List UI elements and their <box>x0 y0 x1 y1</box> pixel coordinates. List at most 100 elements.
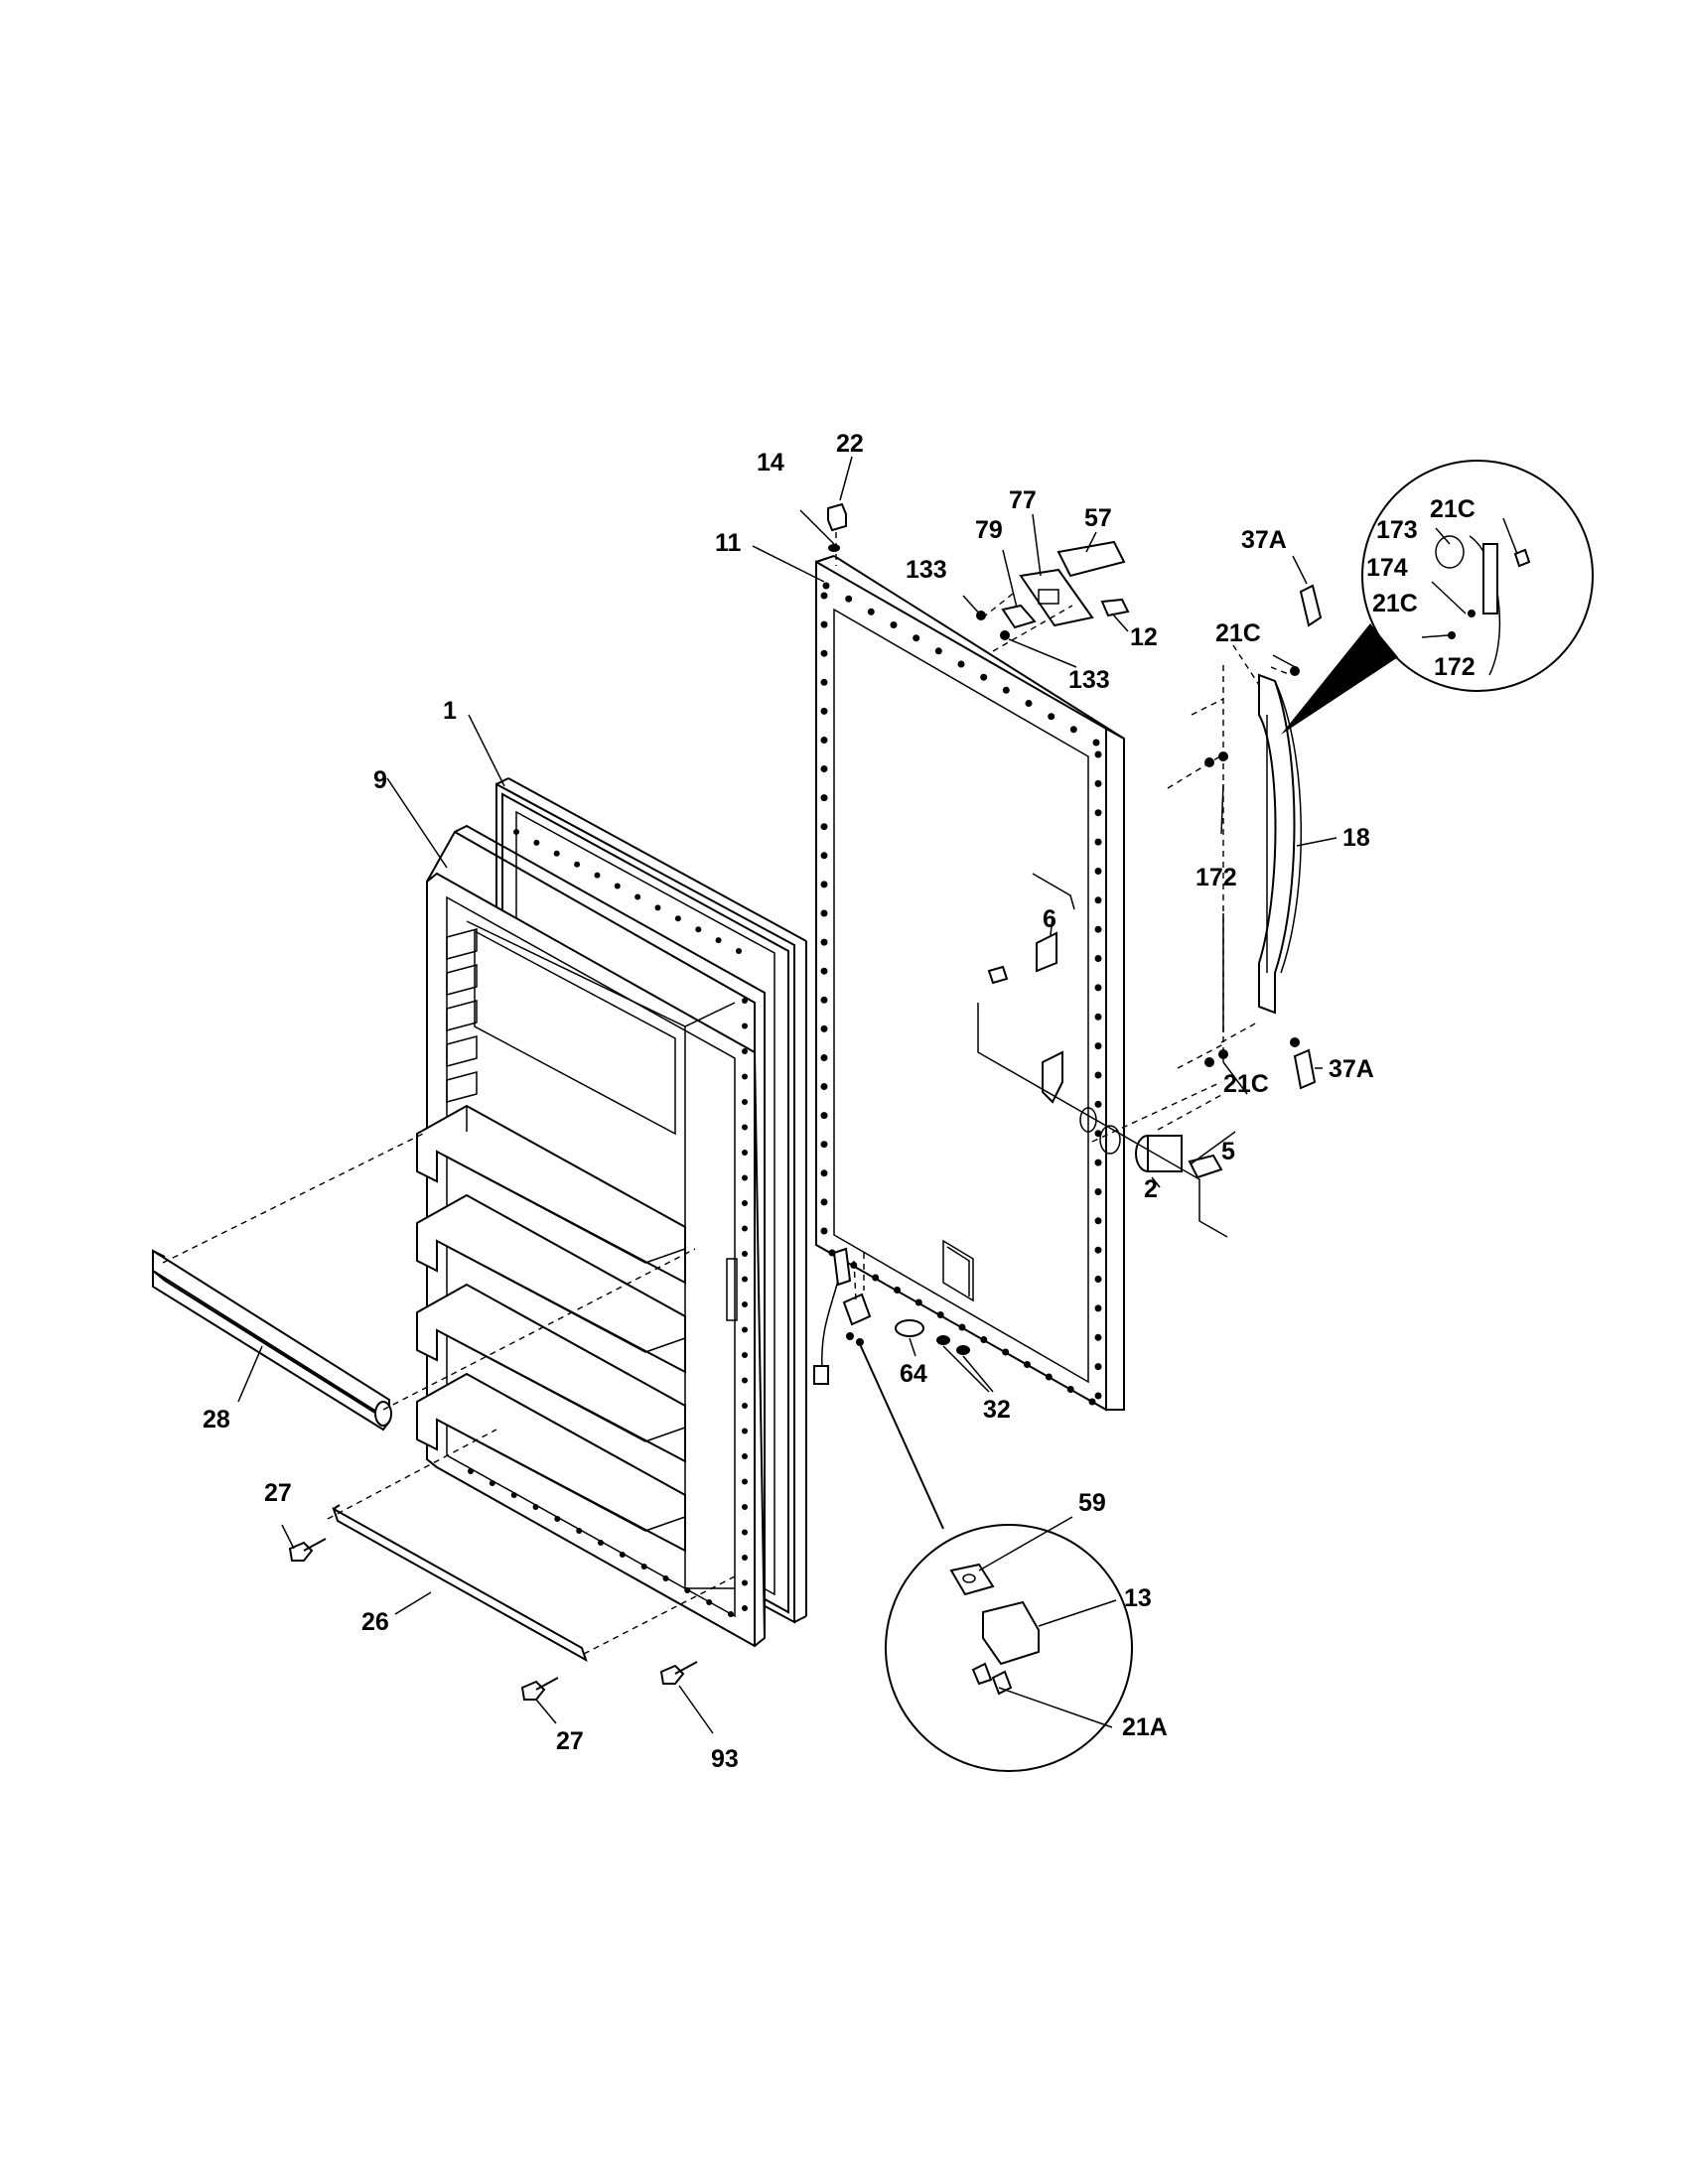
callout-21C-detail-top: 21C <box>1430 495 1476 523</box>
mounting-hole <box>820 1024 828 1032</box>
callout-22: 22 <box>836 430 864 458</box>
mounting-hole <box>820 1227 828 1235</box>
mounting-hole <box>845 595 853 603</box>
mounting-hole <box>1094 896 1102 904</box>
mounting-hole <box>1094 868 1102 875</box>
callout-26: 26 <box>361 1608 389 1636</box>
mounting-hole <box>820 996 828 1004</box>
mounting-hole <box>742 1099 748 1105</box>
mounting-hole <box>654 904 661 911</box>
callout-59: 59 <box>1078 1489 1106 1517</box>
mounting-hole <box>742 1428 748 1434</box>
mounting-hole <box>554 1516 561 1522</box>
callout-37A-top: 37A <box>1241 526 1287 554</box>
mounting-hole <box>1088 1398 1096 1406</box>
mounting-hole <box>1002 1348 1010 1356</box>
callout-leaders <box>237 456 1518 1734</box>
callout-11: 11 <box>715 529 742 557</box>
callout-93: 93 <box>711 1745 739 1773</box>
callout-79: 79 <box>975 516 1003 544</box>
mounting-hole <box>715 937 722 944</box>
mounting-hole <box>742 1048 748 1054</box>
mounting-hole <box>574 861 581 868</box>
mounting-hole <box>820 1054 828 1061</box>
callout-57: 57 <box>1084 504 1112 532</box>
callout-133-top: 133 <box>906 556 947 584</box>
mounting-hole <box>936 1311 944 1318</box>
mounting-hole <box>742 1150 748 1156</box>
mounting-hole <box>1094 925 1102 933</box>
mounting-hole <box>1092 739 1100 747</box>
mounting-hole <box>736 948 742 954</box>
mounting-hole <box>820 620 828 628</box>
callout-21C-upper: 21C <box>1215 619 1261 647</box>
mounting-hole <box>533 839 540 846</box>
mounting-hole <box>619 1552 626 1558</box>
mounting-hole <box>742 1326 748 1333</box>
mounting-hole <box>742 1504 748 1510</box>
mounting-hole <box>695 926 702 933</box>
mounting-hole <box>1094 838 1102 846</box>
callout-9: 9 <box>373 766 387 794</box>
mounting-hole <box>489 1480 495 1486</box>
mounting-hole <box>742 1377 748 1384</box>
callout-6: 6 <box>1043 905 1056 933</box>
mounting-hole <box>1045 1373 1053 1381</box>
mounting-hole <box>640 1564 647 1570</box>
mounting-hole <box>820 823 828 831</box>
mounting-hole <box>594 872 601 879</box>
mounting-hole <box>1024 1361 1031 1368</box>
mounting-hole <box>742 1124 748 1131</box>
callout-2: 2 <box>1144 1175 1158 1203</box>
mounting-hole <box>1094 1042 1102 1050</box>
mounting-hole <box>634 893 641 900</box>
mounting-hole <box>828 1249 836 1257</box>
mounting-hole <box>1094 1333 1102 1341</box>
mounting-hole <box>820 592 828 600</box>
mounting-hole <box>742 1529 748 1536</box>
mounting-hole <box>1025 700 1033 707</box>
mounting-hole <box>820 765 828 772</box>
mounting-hole <box>662 1575 669 1581</box>
callout-133-bottom: 133 <box>1068 666 1110 694</box>
mounting-hole <box>820 938 828 946</box>
mounting-hole <box>820 881 828 888</box>
mounting-hole <box>850 1262 858 1269</box>
screws <box>288 1538 698 1701</box>
shelf-rail-28 <box>152 1249 392 1432</box>
callout-172-handle: 172 <box>1196 864 1237 891</box>
mounting-hole <box>820 737 828 744</box>
mounting-hole <box>820 909 828 917</box>
callout-21C-lower: 21C <box>1223 1070 1269 1098</box>
mounting-hole <box>867 608 875 615</box>
mounting-hole <box>742 1478 748 1485</box>
door-handle <box>1258 673 1302 1015</box>
mounting-hole <box>728 1611 734 1617</box>
outer-door-panel <box>815 555 1125 1412</box>
mounting-hole <box>742 1605 748 1611</box>
mounting-hole <box>742 1251 748 1257</box>
callout-28: 28 <box>203 1406 230 1433</box>
mounting-hole <box>1094 1246 1102 1254</box>
mounting-hole <box>1002 686 1010 694</box>
mounting-holes <box>468 582 1102 1617</box>
callout-5: 5 <box>1221 1138 1235 1165</box>
mounting-hole <box>742 1023 748 1029</box>
mounting-hole <box>553 850 560 857</box>
mounting-hole <box>1094 1100 1102 1108</box>
mounting-hole <box>684 1587 691 1593</box>
mounting-hole <box>1094 1392 1102 1400</box>
mounting-hole <box>1069 726 1077 734</box>
mounting-hole <box>1094 1304 1102 1312</box>
handle-end-caps <box>1293 584 1323 1090</box>
mounting-hole <box>1048 713 1055 721</box>
callout-174: 174 <box>1366 554 1408 582</box>
mounting-hole <box>510 1492 517 1498</box>
mounting-hole <box>1094 1013 1102 1021</box>
mounting-hole <box>468 1468 474 1474</box>
mounting-hole <box>742 1174 748 1181</box>
mounting-hole <box>742 1225 748 1232</box>
mounting-hole <box>1066 1386 1074 1393</box>
mounting-hole <box>614 883 621 889</box>
